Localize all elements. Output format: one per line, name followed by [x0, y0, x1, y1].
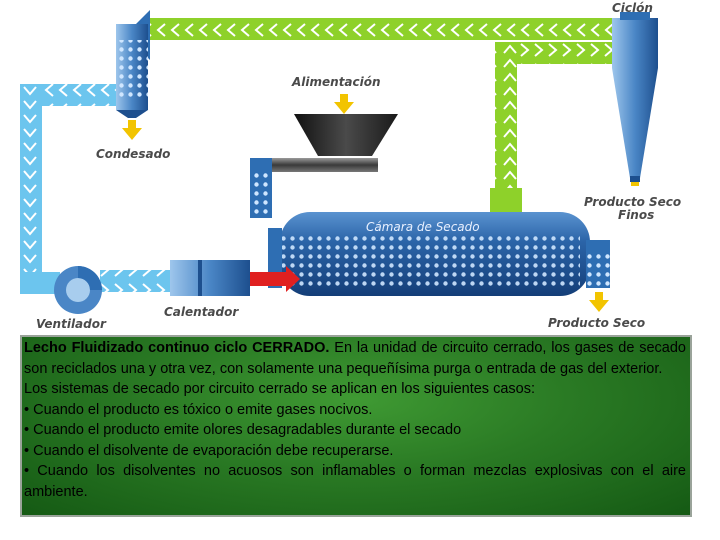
- cyclone: [612, 12, 658, 182]
- drying-chamber: [268, 212, 610, 296]
- dry-product-arrow-icon: [589, 292, 609, 312]
- blue-recycle-duct: [20, 84, 170, 294]
- feed-arrow-icon: [334, 94, 354, 114]
- drying-chamber-label: Cámara de Secado: [366, 220, 480, 234]
- fine-dry-product-label-2: Finos: [618, 208, 654, 222]
- condensate-arrow-icon: [122, 120, 142, 140]
- feed-label: Alimentación: [291, 75, 381, 89]
- description-title: Lecho Fluidizado continuo ciclo CERRADO.: [24, 340, 330, 356]
- condensate-label: Condesado: [96, 147, 170, 161]
- closed-loop-fluidized-bed-diagram: Ciclón Alimentación Condesado Producto S…: [20, 1, 681, 331]
- intro-text: En la unidad de circuito cerrado, los ga…: [24, 340, 686, 377]
- feed-hopper: [250, 114, 398, 218]
- bullet-item: • Cuando el producto emite olores desagr…: [24, 422, 462, 438]
- bullet-item: • Cuando el disolvente de evaporación de…: [24, 442, 394, 459]
- cyclone-label: Ciclón: [612, 1, 653, 15]
- fine-dry-product-label: Producto Seco: [584, 195, 681, 209]
- fine-product-arrow-icon: [631, 182, 639, 186]
- cases-intro: Los sistemas de secado por circuito cerr…: [24, 381, 535, 397]
- intro-paragraph: Lecho Fluidizado continuo ciclo CERRADO.…: [24, 338, 686, 379]
- fan-label: Ventilador: [36, 317, 107, 331]
- green-return-duct: [150, 18, 620, 212]
- heater: [170, 260, 250, 296]
- bullet-item: • Cuando los disolventes no acuosos son …: [24, 463, 686, 500]
- heater-label: Calentador: [164, 305, 239, 319]
- hot-gas-arrow-icon: [250, 266, 300, 292]
- dry-product-label: Producto Seco: [548, 316, 645, 330]
- fan: [54, 266, 102, 314]
- description-box: Lecho Fluidizado continuo ciclo CERRADO.…: [20, 335, 692, 517]
- condenser: [116, 10, 150, 118]
- bullet-item: • Cuando el producto es tóxico o emite g…: [24, 401, 373, 418]
